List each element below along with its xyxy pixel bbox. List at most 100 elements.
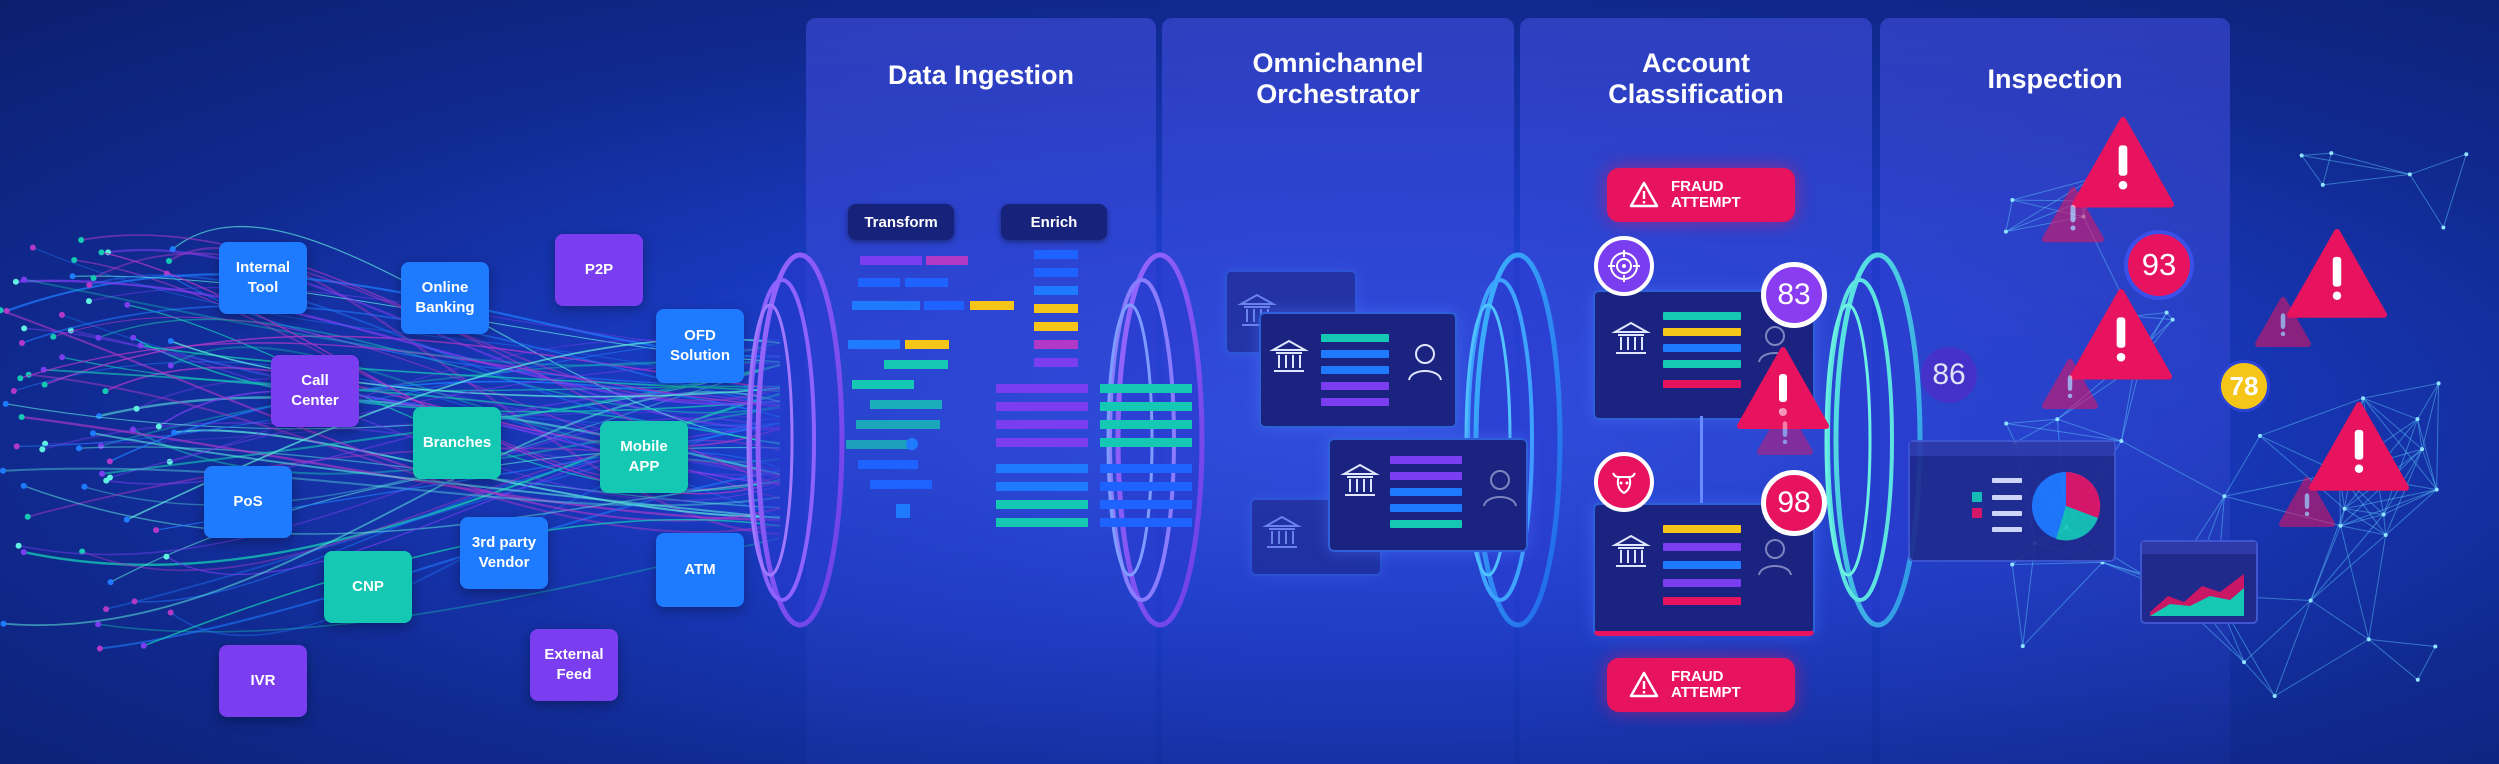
flow-node [24, 513, 31, 520]
network-link [2340, 489, 2437, 527]
network-node [2381, 512, 2386, 517]
flow-node [95, 621, 102, 628]
area-chart-icon [2150, 574, 2244, 616]
network-link [2243, 661, 2276, 697]
network-node [2407, 172, 2412, 177]
network-link [2310, 508, 2345, 601]
flow-node [29, 244, 36, 251]
flow-node [167, 338, 174, 345]
source-p2p: P2P [555, 234, 643, 306]
network-link [2344, 508, 2384, 516]
bank-icon [1611, 321, 1651, 354]
warning-icon [2287, 229, 2387, 318]
flow-node [140, 642, 147, 649]
network-link [2417, 419, 2423, 450]
network-node [2342, 506, 2347, 511]
network-link [2421, 448, 2438, 490]
network-link [2310, 534, 2387, 601]
transform-pill: Transform [848, 204, 954, 240]
bank-icon [1269, 339, 1309, 372]
network-node [2010, 198, 2015, 203]
portal-ring-1 [746, 252, 845, 628]
network-link [2409, 174, 2444, 228]
warning-icon [1757, 405, 1813, 455]
flow-node [169, 246, 176, 253]
network-node [2329, 151, 2334, 156]
flow-node [155, 423, 162, 430]
network-node [2010, 562, 2015, 567]
network-node [2434, 487, 2439, 492]
source-branches: Branches [413, 407, 501, 479]
network-node [2257, 433, 2262, 438]
bank-icon [1262, 515, 1302, 548]
network-link [2340, 508, 2345, 526]
flow-node [75, 445, 82, 452]
network-link [2006, 418, 2058, 425]
flow-node [98, 249, 105, 256]
flow-node [79, 548, 86, 555]
network-link [2362, 397, 2418, 420]
network-node [2242, 660, 2247, 665]
network-link [2368, 638, 2419, 681]
warning-icon [2042, 359, 2098, 409]
network-link [2057, 418, 2122, 442]
flow-node [166, 258, 173, 265]
source-ivr: IVR [219, 645, 307, 717]
ingestion-summary-bars [996, 384, 1192, 527]
user-icon [1483, 470, 1517, 507]
network-node [2433, 644, 2438, 649]
network-node [2004, 421, 2009, 426]
target-icon [1594, 236, 1654, 296]
flow-node [102, 388, 109, 395]
enrich-pill: Enrich [1001, 204, 1107, 240]
risk-score-78: 78 [2218, 360, 2270, 412]
transform-bars [846, 256, 1014, 518]
network-node [2366, 637, 2371, 642]
network-link [2436, 383, 2440, 490]
flow-line [109, 380, 781, 463]
flow-line [92, 432, 781, 520]
flow-node [85, 298, 92, 305]
risk-score-bottom: 98 [1761, 470, 1827, 536]
network-link [2223, 435, 2261, 497]
user-icon [1408, 344, 1442, 381]
network-link [2331, 152, 2411, 175]
column-title-omnichannel-orchestrator: Omnichannel Orchestrator [1252, 48, 1424, 109]
flow-node [21, 325, 28, 332]
network-node [2020, 644, 2025, 649]
network-link [2344, 489, 2437, 510]
inspection-trend-window [2140, 540, 2258, 624]
flow-node [78, 237, 85, 244]
network-link [2005, 423, 2016, 443]
network-link [2383, 418, 2418, 515]
flow-node [89, 430, 96, 437]
orchestrator-card-2 [1328, 438, 1528, 552]
flow-node [167, 609, 174, 616]
flow-node [103, 606, 110, 613]
fraud-attempt-label-bottom: FRAUD ATTEMPT [1671, 668, 1741, 701]
source-ofd-solution: OFD Solution [656, 309, 744, 383]
network-link [2274, 638, 2369, 697]
network-node [2361, 396, 2366, 401]
network-node [2436, 381, 2441, 386]
flow-node [133, 405, 140, 412]
source-external-feed: External Feed [530, 629, 618, 701]
flow-node [20, 482, 27, 489]
flow-line [21, 415, 781, 521]
network-link [2301, 155, 2324, 186]
flow-line [143, 518, 781, 647]
network-link [2011, 564, 2024, 647]
network-link [2322, 173, 2410, 186]
network-link [2015, 418, 2058, 443]
network-link [2274, 600, 2312, 697]
bull-icon [1594, 452, 1654, 512]
flow-node [20, 549, 27, 556]
source-atm: ATM [656, 533, 744, 607]
flow-node [71, 257, 78, 264]
warning-icon [2042, 187, 2104, 243]
network-link [2301, 152, 2332, 156]
flow-line [15, 279, 781, 406]
network-link [2132, 315, 2173, 321]
warning-icon [1737, 347, 1829, 429]
